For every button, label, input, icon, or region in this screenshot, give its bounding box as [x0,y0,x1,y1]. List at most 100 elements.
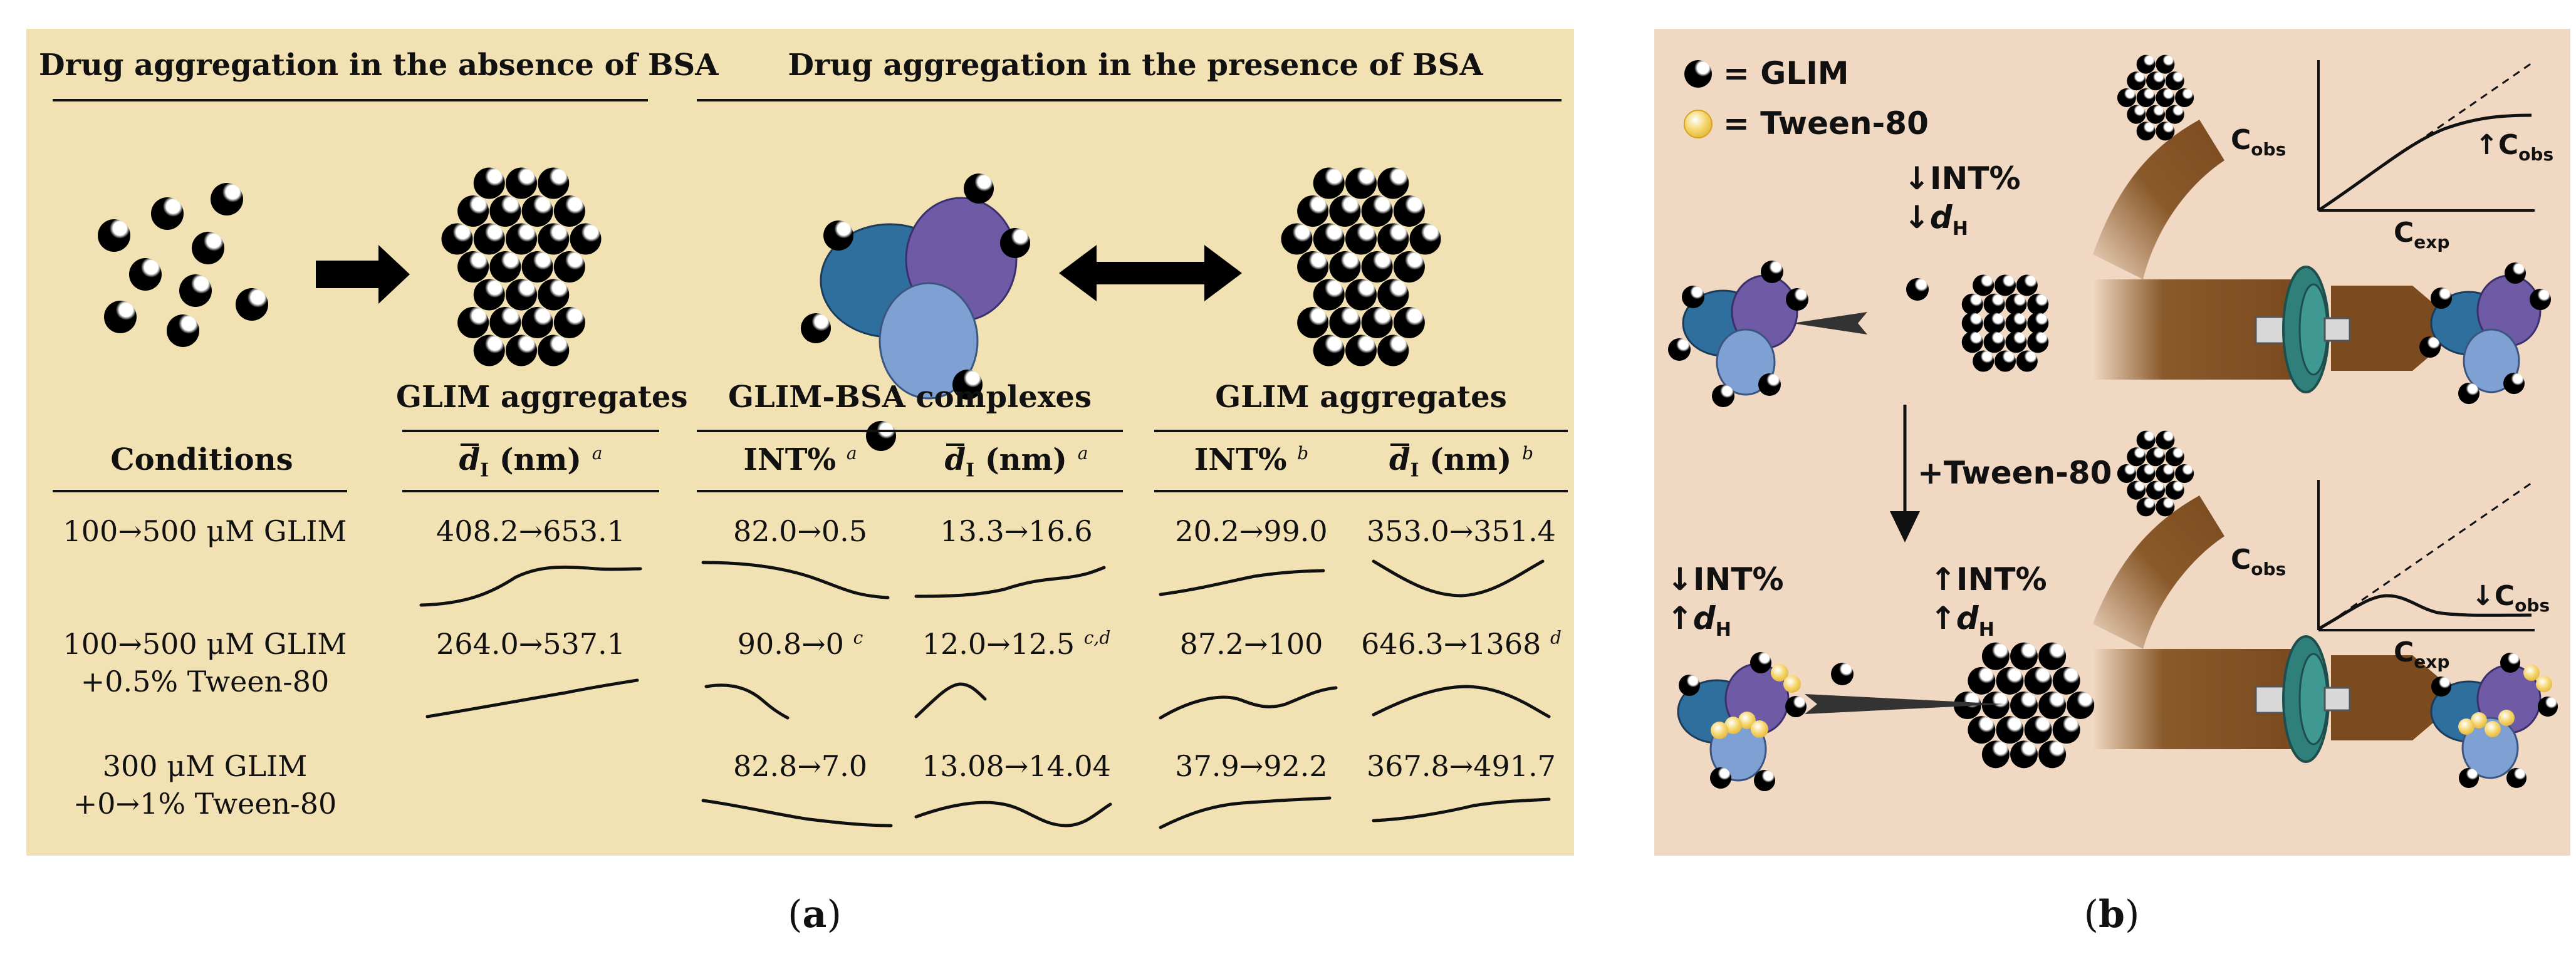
col-d-nm-1: dI (nm) a [402,442,659,482]
bsa-protein-complex [2419,262,2551,404]
glim-molecule [553,195,585,227]
glim-molecule [2127,480,2146,500]
glim-molecule [2146,71,2165,91]
value: 646.3→1368 [1361,627,1550,661]
glim-molecule [538,334,570,366]
glim-molecule [473,167,505,199]
glim-molecule [553,307,585,338]
glim-molecule [1297,307,1329,338]
value: 82.0→0.5 [733,514,868,548]
glim-molecule [1377,334,1409,366]
header-rule [402,490,659,492]
glim-molecule [1329,251,1361,283]
glim-molecule [1313,334,1345,366]
glim-molecule [1377,167,1409,199]
glim-molecule [2117,88,2136,107]
footnote-marker: a [846,443,857,464]
col-d-nm-3: dI (nm) b [1355,442,1568,482]
group-glim-aggregates-2: GLIM aggregates [1215,380,1507,415]
glim-molecule [2156,88,2175,107]
row3-v4: 37.9→92.2 [1154,749,1348,783]
row1-v5: 353.0→351.4 [1355,514,1568,548]
glim-molecule [521,307,553,338]
glim-aggregate-cluster [1281,167,1441,366]
glim-molecule [521,251,553,283]
trend-curve [1159,796,1332,829]
trend-curve [704,683,790,720]
d-bar-symbol: d [1389,442,1411,477]
trend-curve [1159,686,1338,720]
syringe-filter-bottom [2255,635,2351,763]
glim-molecule [1345,167,1377,199]
glim-molecule [2016,274,2038,296]
axis-letter: C [2231,124,2251,156]
glim-molecule [553,251,585,283]
graph2-x-label: Cexp [2394,636,2449,672]
cobs-vs-cexp-graph-bottom [2317,480,2535,631]
glim-legend-icon [1684,60,1712,88]
glim-molecule [1968,716,1996,744]
value: 90.8→0 [737,627,853,661]
glim-molecule [1313,223,1345,255]
unit: (nm) [1419,442,1523,477]
int-label: INT% [743,442,847,477]
glim-molecule [2117,464,2136,483]
trend-curve [425,678,639,718]
glim-molecule [538,167,570,199]
d-bar-symbol: d [459,442,481,477]
row1-v2: 82.0→0.5 [697,514,904,548]
glim-molecule [489,195,521,227]
unit: (nm) [489,442,592,477]
glim-molecule [441,223,473,255]
glim-molecule [2005,313,2027,334]
glim-molecule [2010,740,2038,769]
bsa-tween-complex [1677,652,1807,791]
glim-molecule [2136,497,2156,517]
glim-molecule [2052,716,2080,744]
filtration-illustration [1668,54,2558,791]
glim-molecule [1345,279,1377,311]
glim-molecule [211,183,243,215]
glim-molecule [506,167,537,199]
upward-stream [2093,495,2224,649]
int-label: INT% [1194,442,1298,477]
subscript: obs [2251,558,2287,579]
output-arrow [2331,655,2463,740]
d-letter: d [1692,600,1716,636]
glim-molecule [1393,195,1425,227]
glim-molecule [1961,331,1983,353]
trend-curve [914,801,1112,827]
bsa-protein-complex [1668,261,1808,407]
glim-molecule [2165,105,2184,124]
value: 13.08→14.04 [922,749,1111,783]
col-int-1: INT% a [697,442,904,477]
glim-molecule [2016,350,2038,372]
trend-curve [914,682,987,718]
glim-molecule [2156,122,2175,141]
legend-glim-label: = GLIM [1723,55,1849,91]
glim-molecule [104,301,137,333]
row3-v2: 82.8→7.0 [697,749,904,783]
annotation-text: ↓C [2471,580,2515,612]
row2-v5: 646.3→1368 d [1355,627,1568,661]
glim-molecule [457,251,489,283]
group-rule [1154,430,1568,432]
glim-molecule [2127,105,2146,124]
group-rule [402,430,659,432]
col-int-2: INT% b [1154,442,1348,477]
value: 353.0→351.4 [1367,514,1556,548]
glim-molecule [2027,293,2049,315]
footnote-marker: c,d [1083,627,1111,648]
graph1-annotation: ↑Cobs [2475,129,2553,165]
row2-v2: 90.8→0 c [697,627,904,661]
glim-molecule [2010,642,2038,670]
glim-aggregate-cluster [441,167,602,366]
glim-molecule [98,219,130,252]
glim-molecule [1983,331,2005,353]
glim-molecule [457,307,489,338]
footnote-marker: b [1522,443,1534,464]
glim-molecule [1345,334,1377,366]
glim-molecule [570,223,602,255]
top-dh-label: ↓dH [1904,199,1968,240]
value: 82.8→7.0 [733,749,868,783]
